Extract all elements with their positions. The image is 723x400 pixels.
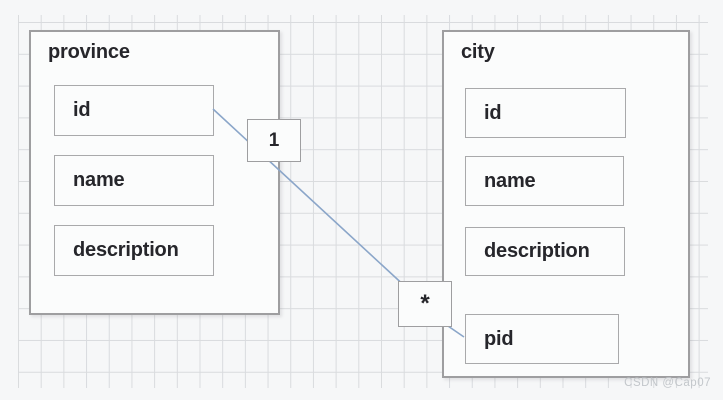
entity-city-title: city [461, 41, 495, 63]
field-province-description[interactable]: description [54, 225, 214, 276]
field-label: description [73, 239, 179, 261]
entity-city[interactable]: city id name description pid [442, 30, 690, 378]
entity-province[interactable]: province id name description [29, 30, 280, 315]
cardinality-one-label[interactable]: 1 [247, 119, 301, 162]
field-city-id[interactable]: id [465, 88, 626, 138]
field-province-name[interactable]: name [54, 155, 214, 206]
field-label: description [484, 240, 590, 262]
field-label: pid [484, 327, 514, 350]
cardinality-many-label[interactable]: * [398, 281, 452, 327]
field-city-description[interactable]: description [465, 227, 625, 276]
field-label: id [484, 101, 502, 124]
field-label: name [484, 169, 536, 192]
field-city-name[interactable]: name [465, 156, 624, 206]
entity-province-title: province [48, 41, 130, 63]
field-label: name [73, 169, 125, 191]
field-city-pid[interactable]: pid [465, 314, 619, 364]
watermark: CSDN @Cap07 [624, 377, 711, 389]
field-label: id [73, 99, 91, 121]
